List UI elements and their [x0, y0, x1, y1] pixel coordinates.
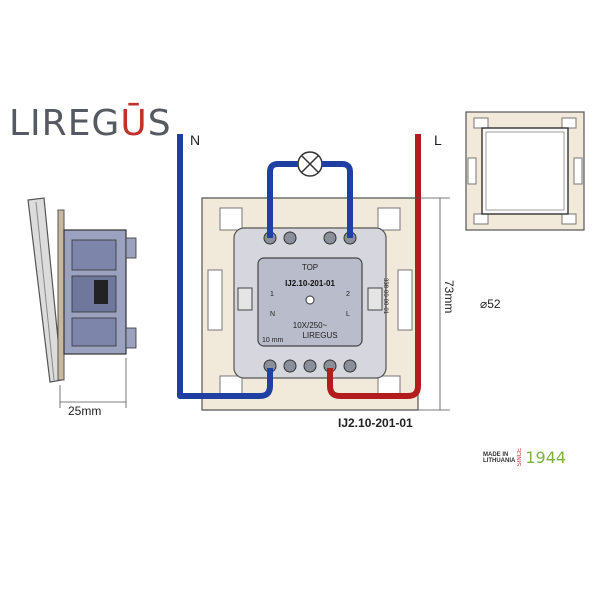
mech-brand-label: LIREGUS [302, 331, 337, 340]
height-label: 73mm [442, 280, 456, 314]
side-clip [237, 287, 253, 311]
mech-side-code: 338-00-00-01 [382, 278, 388, 315]
made-line2: LITHUANIA [483, 457, 516, 464]
year-label: 1944 [525, 448, 567, 467]
brand-logo: LIREGŪS [9, 103, 172, 144]
mech-strip-label: 10 mm [262, 337, 284, 344]
lamp-feed-wire-left [267, 161, 298, 238]
terminal-screw [303, 359, 317, 373]
side-clip [367, 287, 383, 311]
side-view-drawing [27, 197, 137, 408]
wiring-diagram: TOP IJ2.10-201-01 10X/250~ LIREGUS 10 mm… [177, 134, 450, 411]
made-in-badge: MADE IN LITHUANIA SINCE 1944 [483, 448, 566, 467]
live-wire [327, 134, 421, 399]
model-label: IJ2.10-201-01 [338, 416, 413, 430]
logo-prefix: LIREG [9, 103, 121, 144]
made-line1: MADE IN [483, 451, 509, 458]
mech-term-right-l: L [346, 311, 350, 318]
depth-label: 25mm [68, 404, 102, 418]
diameter-label: ⌀52 [480, 297, 501, 311]
front-view-drawing [465, 111, 585, 231]
mech-top-label: TOP [302, 263, 318, 272]
terminal-screw [283, 231, 297, 245]
terminal-screw [323, 231, 337, 245]
mech-term-left-n: N [270, 311, 275, 318]
neutral-wire [177, 134, 273, 399]
since-label: SINCE [517, 448, 524, 467]
mech-rating-label: 10X/250~ [293, 321, 328, 330]
terminal-screw [343, 359, 357, 373]
mech-term-right: 2 [346, 291, 350, 298]
logo-accent: Ū [120, 103, 148, 144]
lamp-feed-wire-right [322, 161, 353, 238]
terminal-screw [283, 359, 297, 373]
logo-suffix: S [147, 103, 172, 144]
mech-term-left: 1 [270, 291, 274, 298]
side-frame [57, 209, 65, 381]
neutral-label: N [190, 132, 201, 148]
live-label: L [434, 132, 442, 148]
mech-model-label: IJ2.10-201-01 [285, 279, 335, 288]
